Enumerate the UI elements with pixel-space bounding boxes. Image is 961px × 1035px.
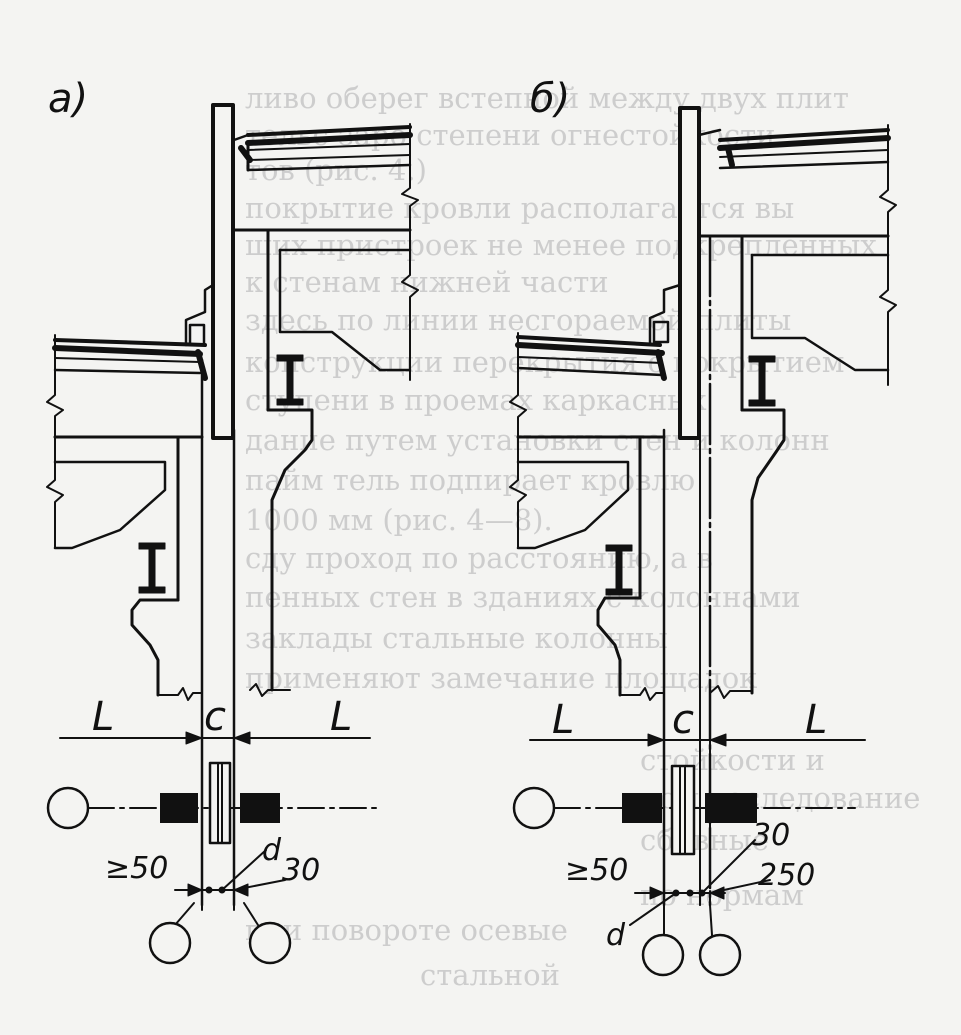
- dim-min-b: ≥50: [565, 853, 628, 888]
- upper-roof-slab-b: [697, 124, 897, 237]
- panel-b-labels: б) L c L ≥50 d 30 250: [530, 76, 827, 953]
- svg-text:дание путем установки стен и к: дание путем установки стен и колонн: [245, 423, 830, 457]
- svg-text:конструкции перекрытия с покры: конструкции перекрытия с покрытием: [245, 345, 844, 379]
- svg-text:пайм тель подпирает кровлю: пайм тель подпирает кровлю: [245, 463, 695, 497]
- firewall-b: [678, 106, 701, 440]
- dim-L-left-a: L: [92, 694, 114, 740]
- upper-floor-slab-a: [232, 228, 419, 697]
- svg-text:сбивные: сбивные: [640, 823, 769, 857]
- dimension-line-a: [59, 694, 371, 761]
- dim-min-a: ≥50: [105, 851, 168, 886]
- upper-roof-slab-a: [232, 123, 419, 231]
- lower-floor-slab-a: [46, 435, 204, 701]
- svg-text:применяют замечание площадок: применяют замечание площадок: [245, 661, 757, 695]
- panel-b-drawing: [509, 106, 897, 977]
- plan-b: [512, 764, 856, 977]
- svg-text:1000 мм (рис. 4—8).: 1000 мм (рис. 4—8).: [245, 503, 553, 537]
- dim-gap-outer-b: 250: [758, 858, 815, 893]
- svg-text:пенных стен в зданиях с колонн: пенных стен в зданиях с колоннами: [245, 580, 801, 614]
- plan-a: [46, 761, 381, 965]
- dim-c-a: c: [204, 694, 226, 740]
- upper-floor-slab-b: [698, 234, 897, 699]
- lower-roof-slab-b: [509, 283, 682, 438]
- svg-text:покрытие кровли располагается: покрытие кровли располагается вы: [245, 191, 794, 225]
- dimension-line-b: [529, 694, 866, 761]
- lower-floor-slab-b: [509, 435, 666, 701]
- svg-text:стальной: стальной: [420, 958, 560, 992]
- panel-a-labels: а) L c L ≥50 d 30: [48, 76, 352, 888]
- dim-L-right-a: L: [330, 694, 352, 740]
- svg-text:к стенам нижней части: к стенам нижней части: [245, 265, 609, 299]
- svg-text:ших пристроек не менее подкреп: ших пристроек не менее подкрепленных: [245, 228, 877, 262]
- svg-text:заклады стальные колонны: заклады стальные колонны: [245, 621, 668, 655]
- panel-a-drawing: [46, 103, 419, 965]
- svg-text:при повороте осевые: при повороте осевые: [245, 913, 568, 947]
- svg-text:стойкости и: стойкости и: [640, 743, 825, 777]
- dim-gap-inner-b: 30: [752, 818, 790, 853]
- svg-text:ливо оберег встепной между дву: ливо оберег встепной между двух плит: [245, 81, 849, 115]
- lower-roof-slab-a: [46, 283, 215, 438]
- dim-L-right-b: L: [805, 697, 827, 743]
- svg-text:сду проход по расстоянию, а в: сду проход по расстоянию, а в: [245, 541, 713, 575]
- dim-L-left-b: L: [552, 697, 574, 743]
- firewall-a: [211, 103, 235, 440]
- dim-d-b: d: [606, 918, 626, 953]
- dim-gap-a: 30: [282, 853, 320, 888]
- panel-a-label: а): [48, 76, 88, 122]
- svg-text:ступени в проемах каркасных: ступени в проемах каркасных: [245, 383, 707, 417]
- dim-c-b: c: [672, 697, 694, 743]
- panel-b-label: б): [530, 76, 570, 122]
- dim-d-a: d: [262, 833, 282, 868]
